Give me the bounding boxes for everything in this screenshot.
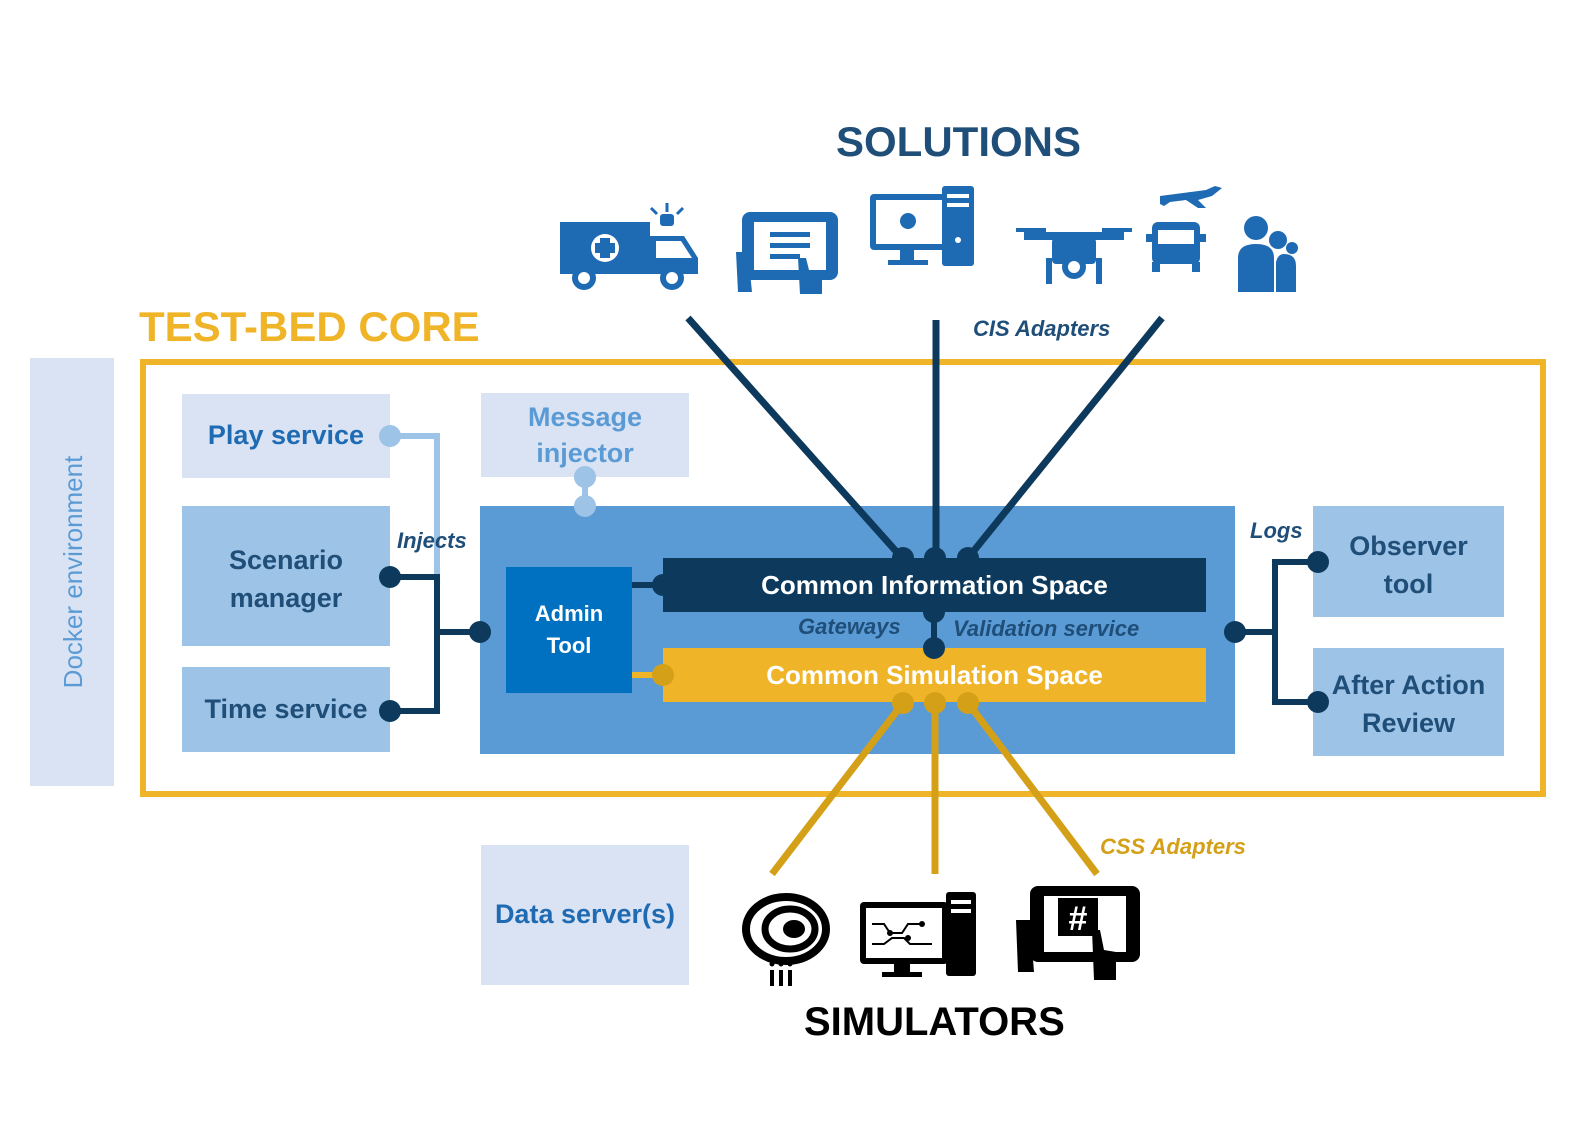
- play-service-connector: [390, 433, 440, 590]
- observer-tool-port: [1307, 551, 1329, 573]
- time-service-port: [379, 700, 401, 722]
- docker-environment-label: Docker environment: [58, 455, 88, 688]
- css-adapter-port-1: [892, 692, 914, 714]
- people-icon: [1238, 216, 1298, 292]
- admin-tool-line-2: Tool: [546, 633, 592, 658]
- docker-environment-panel: [30, 358, 114, 786]
- css-adapter-port-2: [924, 692, 946, 714]
- cis-adapters-label: CIS Adapters: [973, 316, 1111, 341]
- data-servers-label: Data server(s): [494, 899, 676, 929]
- admin-tool-box: [506, 567, 632, 693]
- solutions-title: SOLUTIONS: [836, 118, 1082, 165]
- after-action-port: [1307, 691, 1329, 713]
- message-injector-port-top: [574, 466, 596, 488]
- simulators-title: SIMULATORS: [804, 1000, 1065, 1044]
- tablet-touch-icon: [736, 212, 838, 294]
- css-adapter-line-1: [769, 700, 906, 877]
- truck-plane-icon: [1146, 186, 1222, 272]
- observer-tool-line-1: Observer: [1349, 531, 1468, 561]
- gateways-label: Gateways: [798, 614, 901, 639]
- data-servers-box: [481, 845, 689, 985]
- message-injector-box: [481, 393, 689, 477]
- after-action-review-label: After Action Review: [1313, 666, 1504, 742]
- drone-icon: [1016, 228, 1132, 284]
- message-injector-port-bottom: [574, 495, 596, 517]
- scenario-manager-port: [379, 566, 401, 588]
- css-adapter-port-3: [957, 692, 979, 714]
- cis-adapter-line-1: [685, 315, 905, 561]
- message-injector-label: Message injector: [481, 399, 689, 471]
- message-injector-line-1: Message: [527, 402, 643, 432]
- scenario-manager-box: [182, 506, 390, 646]
- after-action-review-line-2: Review: [1361, 708, 1456, 738]
- admin-css-port: [652, 664, 674, 686]
- core-logs-port: [1224, 621, 1246, 643]
- core-inject-port: [469, 621, 491, 643]
- scenario-manager-line-2: manager: [229, 583, 343, 613]
- computer-simulation-icon: [860, 892, 976, 977]
- cis-adapter-port-2: [924, 547, 946, 569]
- play-service-box: [182, 394, 390, 478]
- css-label: Common Simulation Space: [766, 660, 1103, 690]
- after-action-review-box: [1313, 648, 1504, 756]
- desktop-computer-icon: [870, 186, 974, 266]
- testbed-core-frame: [140, 359, 1546, 797]
- gateway-port-bottom: [923, 637, 945, 659]
- tablet-hash-icon: #: [1016, 886, 1140, 980]
- logs-connector: [1272, 559, 1318, 705]
- css-adapters-label: CSS Adapters: [1100, 834, 1246, 859]
- message-injector-line-2: injector: [536, 438, 634, 468]
- svg-text:#: #: [1069, 900, 1088, 938]
- cis-label: Common Information Space: [761, 570, 1108, 600]
- scenario-time-connector: [390, 574, 440, 714]
- time-service-box: [182, 667, 390, 752]
- after-action-review-line-1: After Action: [1331, 670, 1486, 700]
- scenario-manager-line-1: Scenario: [228, 545, 344, 575]
- time-service-label: Time service: [204, 694, 368, 724]
- play-service-label: Play service: [207, 420, 365, 450]
- play-service-port: [379, 425, 401, 447]
- cis-adapter-line-3: [965, 315, 1165, 561]
- validation-service-label: Validation service: [953, 616, 1140, 641]
- admin-cis-port: [652, 574, 674, 596]
- admin-tool-label: Admin Tool: [506, 598, 632, 662]
- scenario-manager-label: Scenario manager: [182, 541, 390, 617]
- injects-label: Injects: [397, 528, 467, 553]
- logs-label: Logs: [1250, 518, 1303, 543]
- ambulance-icon: [560, 203, 698, 290]
- observer-tool-box: [1313, 506, 1504, 617]
- cis-adapter-port-1: [892, 547, 914, 569]
- gateway-port-top: [923, 601, 945, 623]
- spiral-logo-icon: [742, 893, 830, 986]
- admin-tool-line-1: Admin: [534, 601, 604, 626]
- testbed-core-title: TEST-BED CORE: [139, 303, 480, 350]
- css-adapter-line-3: [965, 700, 1100, 877]
- observer-tool-label: Observer tool: [1313, 527, 1504, 603]
- observer-tool-line-2: tool: [1383, 569, 1434, 599]
- cis-adapter-port-3: [957, 547, 979, 569]
